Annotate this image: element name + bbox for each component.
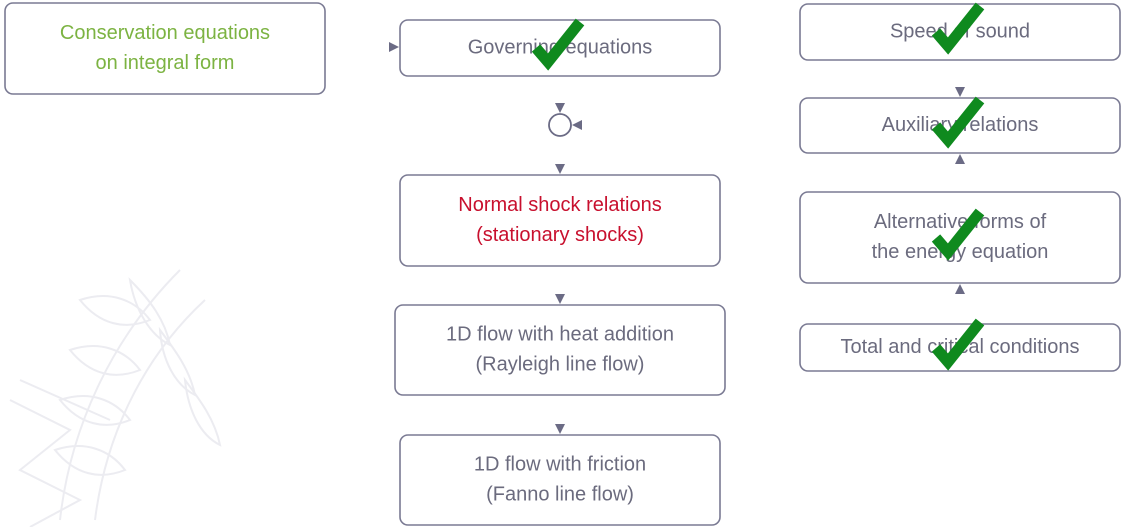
node-conservation-equations: Conservation equations on integral form (4, 2, 326, 95)
node-fanno-flow: 1D flow with friction (Fanno line flow) (399, 434, 721, 526)
check-icon (931, 318, 985, 371)
laurel-watermark-icon (9, 269, 222, 527)
node-label-line: (Fanno line flow) (486, 483, 634, 505)
node-label-line: Normal shock relations (458, 194, 661, 216)
node-rayleigh-flow: 1D flow with heat addition (Rayleigh line… (394, 304, 726, 396)
node-label-line: (stationary shocks) (476, 224, 644, 246)
check-icon (931, 2, 985, 55)
node-label-line: (Rayleigh line flow) (476, 353, 645, 375)
node-label-line: 1D flow with friction (474, 453, 646, 475)
node-governing-equations: Governing equations (399, 18, 721, 77)
node-alternative-energy-forms: Alternative forms of the energy equation (799, 191, 1121, 284)
node-label-line: on integral form (96, 52, 235, 74)
node-speed-of-sound: Speed of sound (799, 2, 1121, 61)
node-box (399, 434, 721, 526)
node-label-line: 1D flow with heat addition (446, 323, 674, 345)
node-box (4, 2, 326, 95)
node-label-line: the energy equation (872, 241, 1049, 263)
node-auxiliary-relations: Auxiliary relations (799, 96, 1121, 154)
node-normal-shock-relations: Normal shock relations (stationary shocks… (399, 174, 721, 267)
node-label-line: Alternative forms of (874, 211, 1047, 233)
node-box (394, 304, 726, 396)
check-icon (531, 18, 585, 71)
check-icon (931, 208, 985, 261)
check-icon (931, 96, 985, 149)
node-box (399, 174, 721, 267)
node-label-line: Conservation equations (60, 22, 270, 44)
node-total-critical-conditions: Total and critical conditions (799, 318, 1121, 372)
circle-junction-icon (548, 113, 572, 137)
